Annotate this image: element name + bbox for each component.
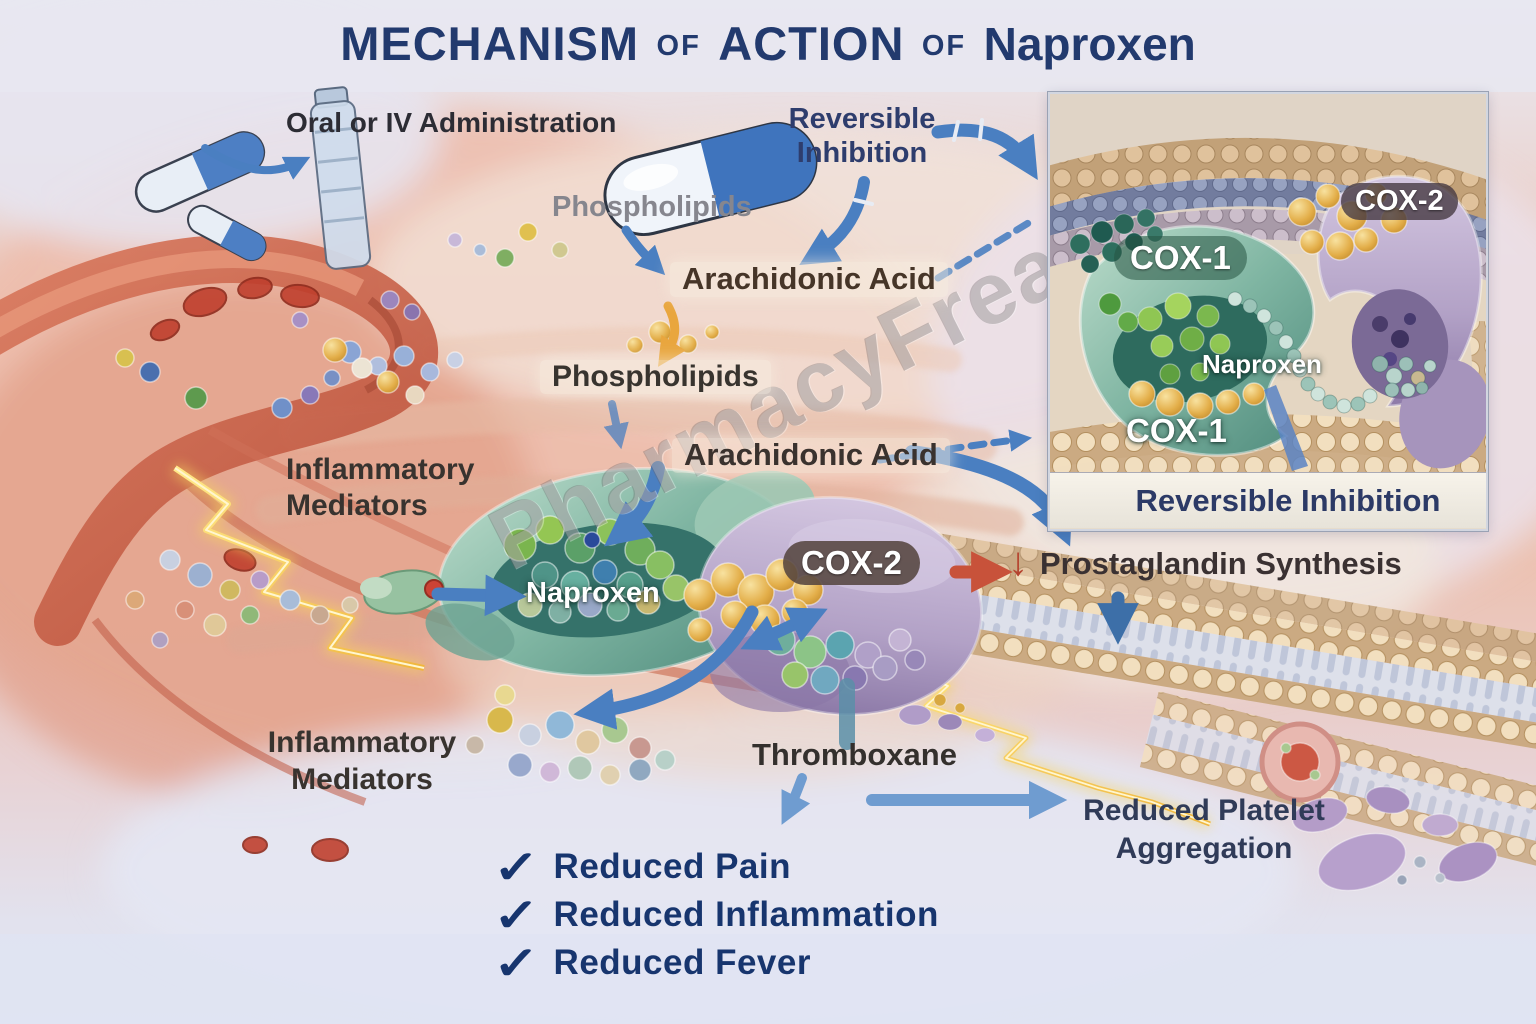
arrow-products-downleft bbox=[573, 605, 759, 730]
label-inflammatory-mediators-bottom-line2: Mediators bbox=[291, 763, 433, 796]
label-inset-naproxen: Naproxen bbox=[1202, 349, 1322, 379]
check-icon: ✓ bbox=[493, 889, 540, 941]
title-action: ACTION bbox=[718, 17, 905, 70]
membrane-bilayer bbox=[907, 531, 1536, 756]
page-title: MECHANISM OF ACTION OF Naproxen bbox=[0, 16, 1536, 71]
label-inset-cox1-lower: COX-1 bbox=[1126, 412, 1227, 449]
iv-vial-icon bbox=[309, 86, 372, 270]
check-icon: ✓ bbox=[493, 841, 540, 893]
label-inset-cox1-upper: COX-1 bbox=[1114, 236, 1247, 280]
check-icon: ✓ bbox=[493, 937, 540, 989]
bottom-band bbox=[0, 934, 1536, 1024]
platelets bbox=[1259, 721, 1498, 892]
arrow-reversible-to-inset bbox=[931, 123, 1038, 180]
outcome-row-inflammation: ✓ Reduced Inflammation bbox=[493, 888, 939, 942]
label-arachidonic-acid-top: Arachidonic Acid bbox=[670, 262, 948, 297]
lightning-bolts bbox=[171, 462, 1213, 830]
label-reduced-platelet-line1: Reduced Platelet bbox=[1083, 794, 1325, 827]
label-inflammatory-mediators-top-line2: Mediators bbox=[286, 489, 428, 522]
arrow-phospholipid-down bbox=[603, 400, 629, 450]
membrane-bilayer-2 bbox=[1139, 691, 1536, 874]
capsule-large-icon bbox=[603, 121, 818, 237]
label-thromboxane: Thromboxane bbox=[752, 737, 957, 772]
label-prostaglandin-synthesis: Prostaglandin Synthesis bbox=[1040, 546, 1402, 581]
label-cox2-main: COX-2 bbox=[783, 541, 920, 585]
arrow-reversible-down bbox=[799, 176, 870, 266]
outcome-row-pain: ✓ Reduced Pain bbox=[493, 840, 791, 894]
inset-illustration bbox=[1050, 94, 1486, 472]
label-phospholipids-grey: Phospholipids bbox=[552, 191, 752, 223]
label-reduced-platelet-line2: Aggregation bbox=[1115, 832, 1293, 865]
arrow-phospholipid-to-aa bbox=[621, 225, 666, 276]
arrow-pill-to-capsule bbox=[201, 144, 311, 180]
title-drug-name: Naproxen bbox=[983, 18, 1196, 70]
outcome-label: Reduced Fever bbox=[553, 943, 811, 982]
product-bubbles bbox=[764, 624, 926, 695]
outcome-row-fever: ✓ Reduced Fever bbox=[493, 936, 811, 990]
label-naproxen-main: Naproxen bbox=[526, 577, 660, 609]
pills bbox=[134, 86, 818, 270]
purple-fragments bbox=[898, 693, 996, 743]
label-phospholipids-mid: Phospholipids bbox=[540, 360, 771, 394]
inset-caption-strip: Reversible Inhibition bbox=[1050, 472, 1486, 528]
inset-panel: Reversible Inhibition bbox=[1047, 91, 1489, 532]
arrow-naproxen-entry bbox=[431, 574, 527, 617]
inset-cox1-enzyme bbox=[1069, 208, 1316, 457]
inset-bead-chain bbox=[1227, 291, 1437, 414]
bottom-mediator-cluster bbox=[465, 684, 676, 786]
label-arachidonic-acid-mid: Arachidonic Acid bbox=[672, 438, 950, 473]
green-vesicle bbox=[360, 569, 445, 615]
title-mechanism: MECHANISM bbox=[340, 17, 640, 70]
title-of-1: OF bbox=[656, 30, 701, 62]
arrow-double-head bbox=[740, 607, 828, 651]
inset-caption-text: Reversible Inhibition bbox=[1135, 482, 1441, 518]
inset-pointer-ribbon bbox=[1264, 385, 1308, 471]
arrow-aa-to-phospholipid-orange bbox=[657, 301, 686, 367]
label-oral-iv-administration: Oral or IV Administration bbox=[286, 107, 617, 138]
label-inflammatory-mediators-bottom-line1: Inflammatory bbox=[267, 726, 457, 759]
label-inflammatory-mediators-top-line1: Inflammatory bbox=[286, 453, 475, 486]
arrow-dashed-upper bbox=[934, 218, 1034, 282]
outcome-label: Reduced Pain bbox=[553, 847, 791, 886]
capsule-small-icon bbox=[187, 204, 267, 262]
arrow-aa-into-cox bbox=[604, 461, 665, 547]
label-reversible-inhibition-line2: Inhibition bbox=[796, 137, 928, 169]
label-inset-cox2: COX-2 bbox=[1341, 183, 1458, 220]
outcome-label: Reduced Inflammation bbox=[553, 895, 939, 934]
down-arrow-glyph: ↓ bbox=[1008, 540, 1028, 584]
title-of-2: OF bbox=[921, 30, 967, 62]
label-reversible-inhibition-line1: Reversible bbox=[788, 103, 936, 135]
arrow-thromboxane-down bbox=[781, 773, 811, 825]
top-band bbox=[0, 0, 1536, 92]
scattered-mediators bbox=[115, 222, 720, 649]
